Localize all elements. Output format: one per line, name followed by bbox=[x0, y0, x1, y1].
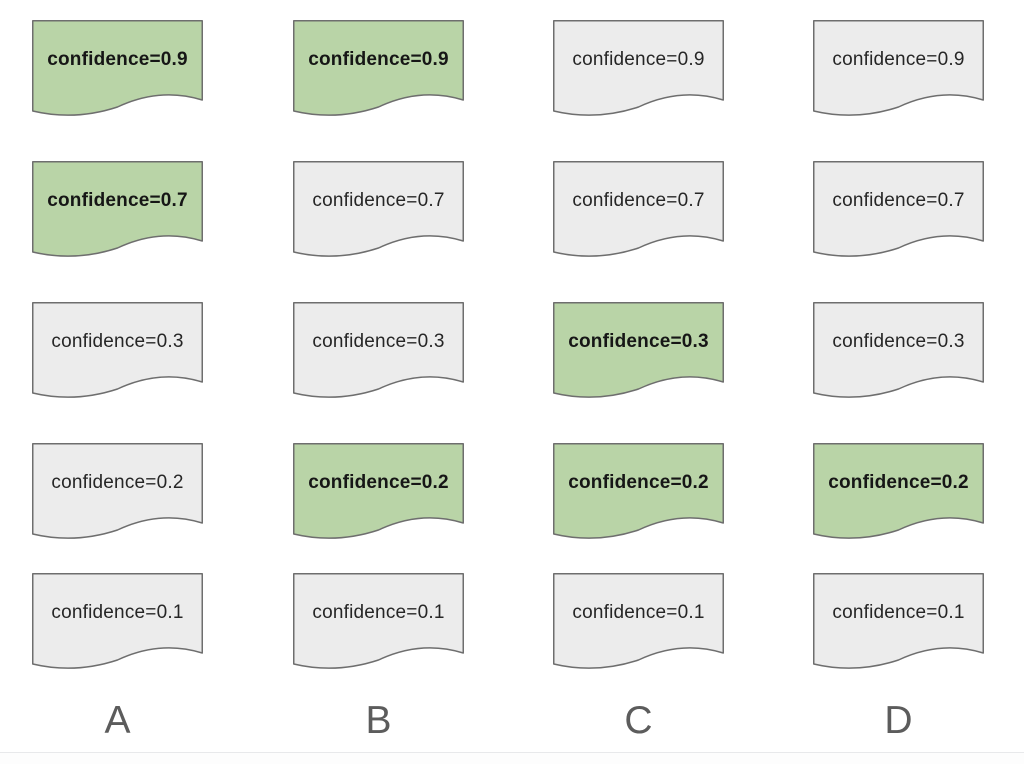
document-label: confidence=0.3 bbox=[832, 331, 965, 352]
column-c: confidence=0.9 confidence=0.7 confidence… bbox=[553, 0, 724, 764]
document-label: confidence=0.7 bbox=[47, 190, 188, 211]
column-label-d: D bbox=[884, 699, 913, 742]
document-shape-icon bbox=[553, 20, 724, 116]
document-shape-icon bbox=[32, 302, 203, 398]
document-node: confidence=0.2 bbox=[813, 443, 984, 543]
document-node: confidence=0.2 bbox=[32, 443, 203, 543]
document-node: confidence=0.1 bbox=[813, 573, 984, 673]
document-shape-icon bbox=[293, 161, 464, 257]
document-label: confidence=0.9 bbox=[47, 49, 188, 70]
document-label: confidence=0.2 bbox=[568, 472, 709, 493]
document-node: confidence=0.9 bbox=[813, 20, 984, 120]
document-node: confidence=0.2 bbox=[553, 443, 724, 543]
document-node: confidence=0.2 bbox=[293, 443, 464, 543]
document-label: confidence=0.9 bbox=[832, 49, 965, 70]
document-node: confidence=0.7 bbox=[293, 161, 464, 261]
document-node: confidence=0.7 bbox=[32, 161, 203, 261]
document-label: confidence=0.9 bbox=[572, 49, 705, 70]
column-label-a: A bbox=[104, 699, 131, 742]
document-shape-icon bbox=[32, 161, 203, 257]
document-node: confidence=0.3 bbox=[813, 302, 984, 402]
column-d: confidence=0.9 confidence=0.7 confidence… bbox=[813, 0, 984, 764]
column-label-c: C bbox=[624, 699, 653, 742]
document-label: confidence=0.3 bbox=[51, 331, 184, 352]
document-node: confidence=0.3 bbox=[32, 302, 203, 402]
document-label: confidence=0.2 bbox=[51, 472, 184, 493]
document-label: confidence=0.7 bbox=[572, 190, 705, 211]
document-label: confidence=0.1 bbox=[312, 602, 445, 623]
document-shape-icon bbox=[813, 573, 984, 669]
document-label: confidence=0.1 bbox=[51, 602, 184, 623]
document-label: confidence=0.9 bbox=[308, 49, 449, 70]
document-shape-icon bbox=[32, 443, 203, 539]
document-label: confidence=0.7 bbox=[832, 190, 965, 211]
document-shape-icon bbox=[813, 20, 984, 116]
document-shape-icon bbox=[293, 302, 464, 398]
document-shape-icon bbox=[553, 573, 724, 669]
document-label: confidence=0.3 bbox=[568, 331, 709, 352]
document-node: confidence=0.7 bbox=[813, 161, 984, 261]
document-label: confidence=0.7 bbox=[312, 190, 445, 211]
document-shape-icon bbox=[813, 161, 984, 257]
bottom-strip bbox=[0, 753, 1024, 764]
document-shape-icon bbox=[553, 302, 724, 398]
document-shape-icon bbox=[32, 20, 203, 116]
document-shape-icon bbox=[293, 443, 464, 539]
column-b: confidence=0.9 confidence=0.7 confidence… bbox=[293, 0, 464, 764]
column-a: confidence=0.9 confidence=0.7 confidence… bbox=[32, 0, 203, 764]
document-node: confidence=0.9 bbox=[553, 20, 724, 120]
document-node: confidence=0.9 bbox=[32, 20, 203, 120]
document-shape-icon bbox=[813, 302, 984, 398]
document-label: confidence=0.3 bbox=[312, 331, 445, 352]
column-label-b: B bbox=[365, 699, 392, 742]
document-node: confidence=0.9 bbox=[293, 20, 464, 120]
document-shape-icon bbox=[32, 573, 203, 669]
document-label: confidence=0.2 bbox=[828, 472, 969, 493]
document-shape-icon bbox=[553, 443, 724, 539]
document-shape-icon bbox=[553, 161, 724, 257]
document-node: confidence=0.3 bbox=[553, 302, 724, 402]
document-node: confidence=0.1 bbox=[293, 573, 464, 673]
document-label: confidence=0.1 bbox=[572, 602, 705, 623]
document-node: confidence=0.1 bbox=[553, 573, 724, 673]
document-shape-icon bbox=[293, 573, 464, 669]
document-shape-icon bbox=[813, 443, 984, 539]
document-label: confidence=0.1 bbox=[832, 602, 965, 623]
document-node: confidence=0.3 bbox=[293, 302, 464, 402]
document-node: confidence=0.1 bbox=[32, 573, 203, 673]
document-label: confidence=0.2 bbox=[308, 472, 449, 493]
bottom-divider bbox=[0, 752, 1024, 753]
document-shape-icon bbox=[293, 20, 464, 116]
document-node: confidence=0.7 bbox=[553, 161, 724, 261]
